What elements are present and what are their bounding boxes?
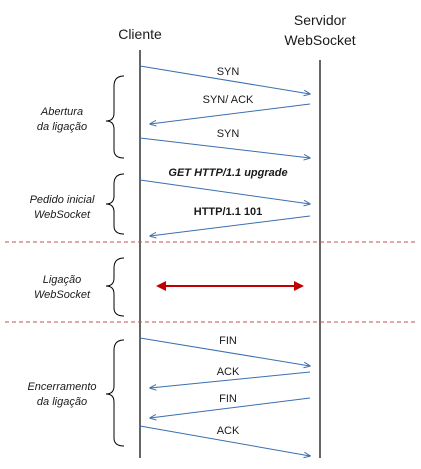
message-arrow-http-101 — [150, 215, 311, 236]
message-arrow-fin — [139, 337, 310, 366]
message-label: SYN/ ACK — [203, 94, 254, 106]
phase-initial-request-line1: Pedido inicial — [30, 194, 95, 206]
message-arrow-fin — [150, 397, 311, 418]
brace-closing — [105, 339, 125, 447]
phase-connection-line1: Ligação — [43, 274, 82, 286]
message-label: SYN — [217, 128, 240, 140]
message-arrow-get-upgrade — [139, 179, 310, 204]
message-arrow-syn — [139, 65, 310, 94]
message-label: SYN — [217, 66, 240, 78]
brace-connection — [105, 257, 125, 317]
message-label: FIN — [219, 393, 237, 405]
server-header-line1: Servidor — [294, 12, 346, 28]
message-arrow-ack — [139, 425, 310, 456]
brace-opening — [105, 75, 125, 159]
brace-initial-request — [105, 173, 125, 235]
message-arrow-ack — [150, 371, 311, 388]
phase-initial-request-line2: WebSocket — [34, 209, 91, 221]
client-header: Cliente — [118, 26, 162, 42]
message-label: HTTP/1.1 101 — [194, 206, 262, 218]
message-label: ACK — [217, 366, 240, 378]
server-header-line2: WebSocket — [284, 32, 355, 48]
phase-connection-line2: WebSocket — [34, 289, 91, 301]
message-label: ACK — [217, 425, 240, 437]
phase-opening-line1: Abertura — [40, 106, 83, 118]
phase-opening-line2: da ligação — [37, 121, 87, 133]
message-label: FIN — [219, 335, 237, 347]
message-arrow-syn — [139, 137, 310, 158]
message-arrow-syn-ack — [150, 103, 311, 124]
phase-closing-line1: Encerramento — [27, 381, 96, 393]
message-label: GET HTTP/1.1 upgrade — [168, 167, 287, 179]
phase-closing-line2: da ligação — [37, 396, 87, 408]
